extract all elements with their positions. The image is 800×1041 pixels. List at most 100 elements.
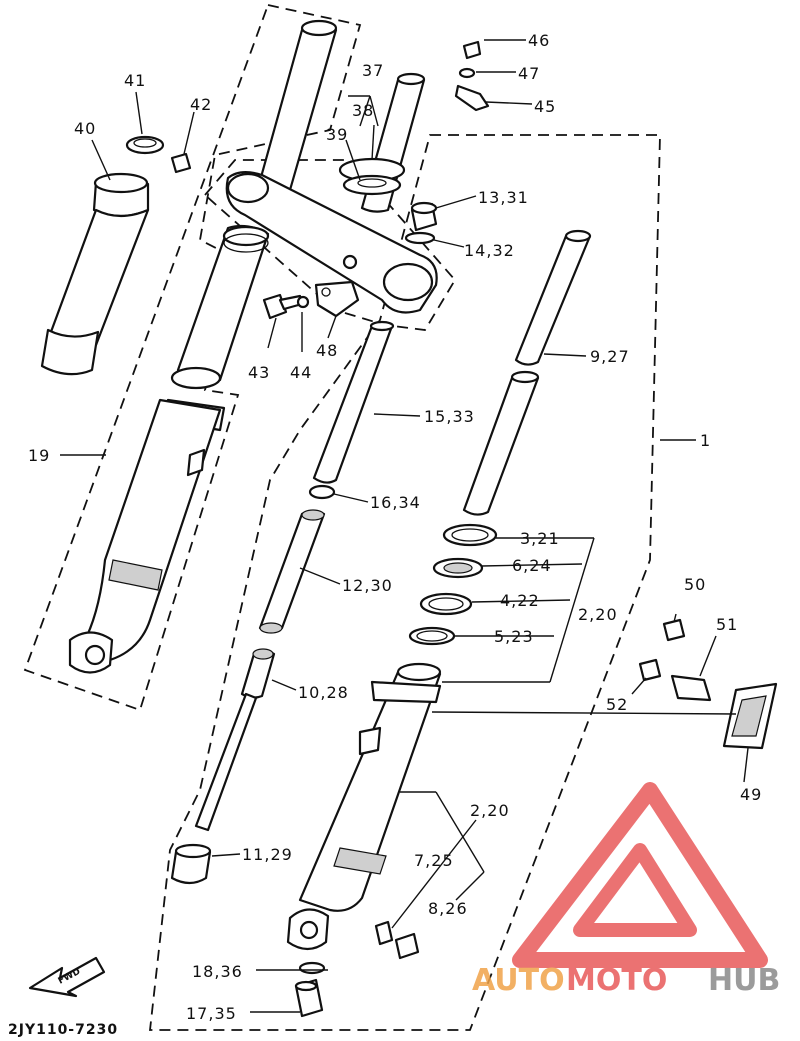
bearing-39-inner bbox=[357, 178, 387, 188]
bracket-48 bbox=[314, 280, 360, 318]
callout-labels: 46 47 45 37 38 39 41 42 40 13,31 14,32 4… bbox=[28, 31, 762, 1023]
left-inner-tube bbox=[256, 22, 338, 195]
washer-7 bbox=[374, 920, 394, 946]
callout-9-27: 9,27 bbox=[590, 347, 630, 366]
circlip-3 bbox=[442, 523, 498, 547]
right-inner-tube-cap bbox=[564, 229, 592, 243]
small-bolt-42 bbox=[170, 152, 192, 174]
left-dust-seal-ring bbox=[223, 233, 269, 253]
callout-7-25: 7,25 bbox=[414, 851, 454, 870]
watermark-logo: AUTO MOTO HUB bbox=[472, 782, 780, 998]
leader-lines bbox=[60, 39, 749, 1013]
watermark-text-moto: MOTO bbox=[566, 963, 667, 998]
fork-boot-body bbox=[46, 208, 150, 349]
bracket-48-hole bbox=[321, 287, 331, 297]
forward-arrow: FWD bbox=[28, 956, 106, 998]
left-axle-hole bbox=[84, 644, 106, 666]
bolt-17-head bbox=[294, 980, 318, 992]
bracket-bolt-hole bbox=[342, 254, 358, 270]
callout-18-36: 18,36 bbox=[192, 962, 243, 981]
right-axle-hole bbox=[299, 920, 319, 940]
callout-6-24: 6,24 bbox=[512, 556, 552, 575]
o-ring bbox=[404, 231, 436, 245]
callout-14-32: 14,32 bbox=[464, 241, 515, 260]
callout-51: 51 bbox=[716, 615, 738, 634]
bracket-left-boss bbox=[226, 172, 270, 204]
callout-8-26: 8,26 bbox=[428, 899, 468, 918]
right-inner-tube-lower-top bbox=[510, 370, 540, 384]
callout-13-31: 13,31 bbox=[478, 188, 529, 207]
watermark-triangle-inner bbox=[573, 843, 697, 937]
washer-44 bbox=[296, 295, 310, 309]
bolt-52 bbox=[638, 658, 662, 682]
callout-42: 42 bbox=[190, 95, 212, 114]
bracket-right-boss bbox=[382, 262, 434, 302]
stem-top bbox=[396, 72, 426, 86]
callout-37: 37 bbox=[362, 61, 384, 80]
callout-40: 40 bbox=[74, 119, 96, 138]
washer-4 bbox=[419, 592, 473, 616]
callout-3-21: 3,21 bbox=[520, 529, 560, 548]
watermark-text-auto: AUTO bbox=[472, 963, 565, 998]
callout-43: 43 bbox=[248, 363, 270, 382]
fork-boot-group bbox=[40, 172, 150, 376]
callout-41: 41 bbox=[124, 71, 146, 90]
right-outer-tube-clamp bbox=[370, 680, 442, 704]
callout-12-30: 12,30 bbox=[342, 576, 393, 595]
left-dust-seal bbox=[222, 225, 270, 247]
callout-17-35: 17,35 bbox=[186, 1004, 237, 1023]
right-outer-tube-tab bbox=[358, 726, 382, 756]
callout-16-34: 16,34 bbox=[370, 493, 421, 512]
reflector-49-face bbox=[731, 695, 767, 737]
steering-bracket-outline bbox=[203, 159, 457, 331]
washer-47 bbox=[458, 67, 476, 79]
seal-6-inner bbox=[443, 562, 473, 574]
watermark-text-hub: HUB bbox=[708, 963, 780, 998]
left-fork-band bbox=[108, 559, 163, 591]
stay-45 bbox=[454, 84, 490, 112]
oil-lock-piece-top bbox=[174, 843, 212, 859]
callout-49: 49 bbox=[740, 785, 762, 804]
callout-50: 50 bbox=[684, 575, 706, 594]
spring-12-bottom bbox=[259, 622, 283, 634]
forward-arrow-shape bbox=[28, 956, 106, 998]
boot-clamp-ring-inner bbox=[133, 138, 157, 148]
callout-38: 38 bbox=[352, 101, 374, 120]
bushing-5-inner bbox=[416, 630, 448, 642]
callout-2-20-lower: 2,20 bbox=[470, 801, 510, 820]
steering-bracket-group bbox=[225, 72, 438, 314]
left-fork-group bbox=[68, 19, 338, 674]
ring-16 bbox=[308, 484, 336, 500]
bolt-46 bbox=[462, 40, 482, 60]
callout-5-23: 5,23 bbox=[494, 627, 534, 646]
bolt-50 bbox=[662, 618, 686, 642]
callout-19: 19 bbox=[28, 446, 50, 465]
callout-1: 1 bbox=[700, 431, 711, 450]
left-outer-tube-upper bbox=[176, 224, 270, 382]
left-fork-tab bbox=[186, 448, 206, 477]
right-outer-tube bbox=[298, 667, 442, 912]
washer-18 bbox=[298, 961, 326, 975]
left-inner-tube-cap bbox=[300, 19, 338, 37]
circlip-3-inner bbox=[451, 528, 489, 542]
callout-10-28: 10,28 bbox=[298, 683, 349, 702]
bracket-51 bbox=[670, 674, 712, 702]
fork-boot-top bbox=[93, 172, 149, 194]
right-outer-tube-band bbox=[333, 847, 387, 875]
fork-boot-bottom bbox=[40, 328, 100, 376]
left-clamp-ring bbox=[170, 366, 222, 390]
callout-47: 47 bbox=[518, 64, 540, 83]
left-fork-lower-body bbox=[83, 398, 222, 662]
callout-44: 44 bbox=[290, 363, 312, 382]
callout-52: 52 bbox=[606, 695, 628, 714]
damper-rod bbox=[194, 692, 258, 832]
callout-45: 45 bbox=[534, 97, 556, 116]
right-inner-tube-upper bbox=[514, 231, 592, 366]
callout-15-33: 15,33 bbox=[424, 407, 475, 426]
cap-bolt-top bbox=[410, 201, 438, 215]
diagram-code: 2JY110-7230 bbox=[8, 1022, 118, 1038]
damper-tube-15-top bbox=[369, 320, 395, 332]
washer-4-inner bbox=[428, 597, 464, 611]
drain-bolt-8 bbox=[394, 932, 420, 960]
